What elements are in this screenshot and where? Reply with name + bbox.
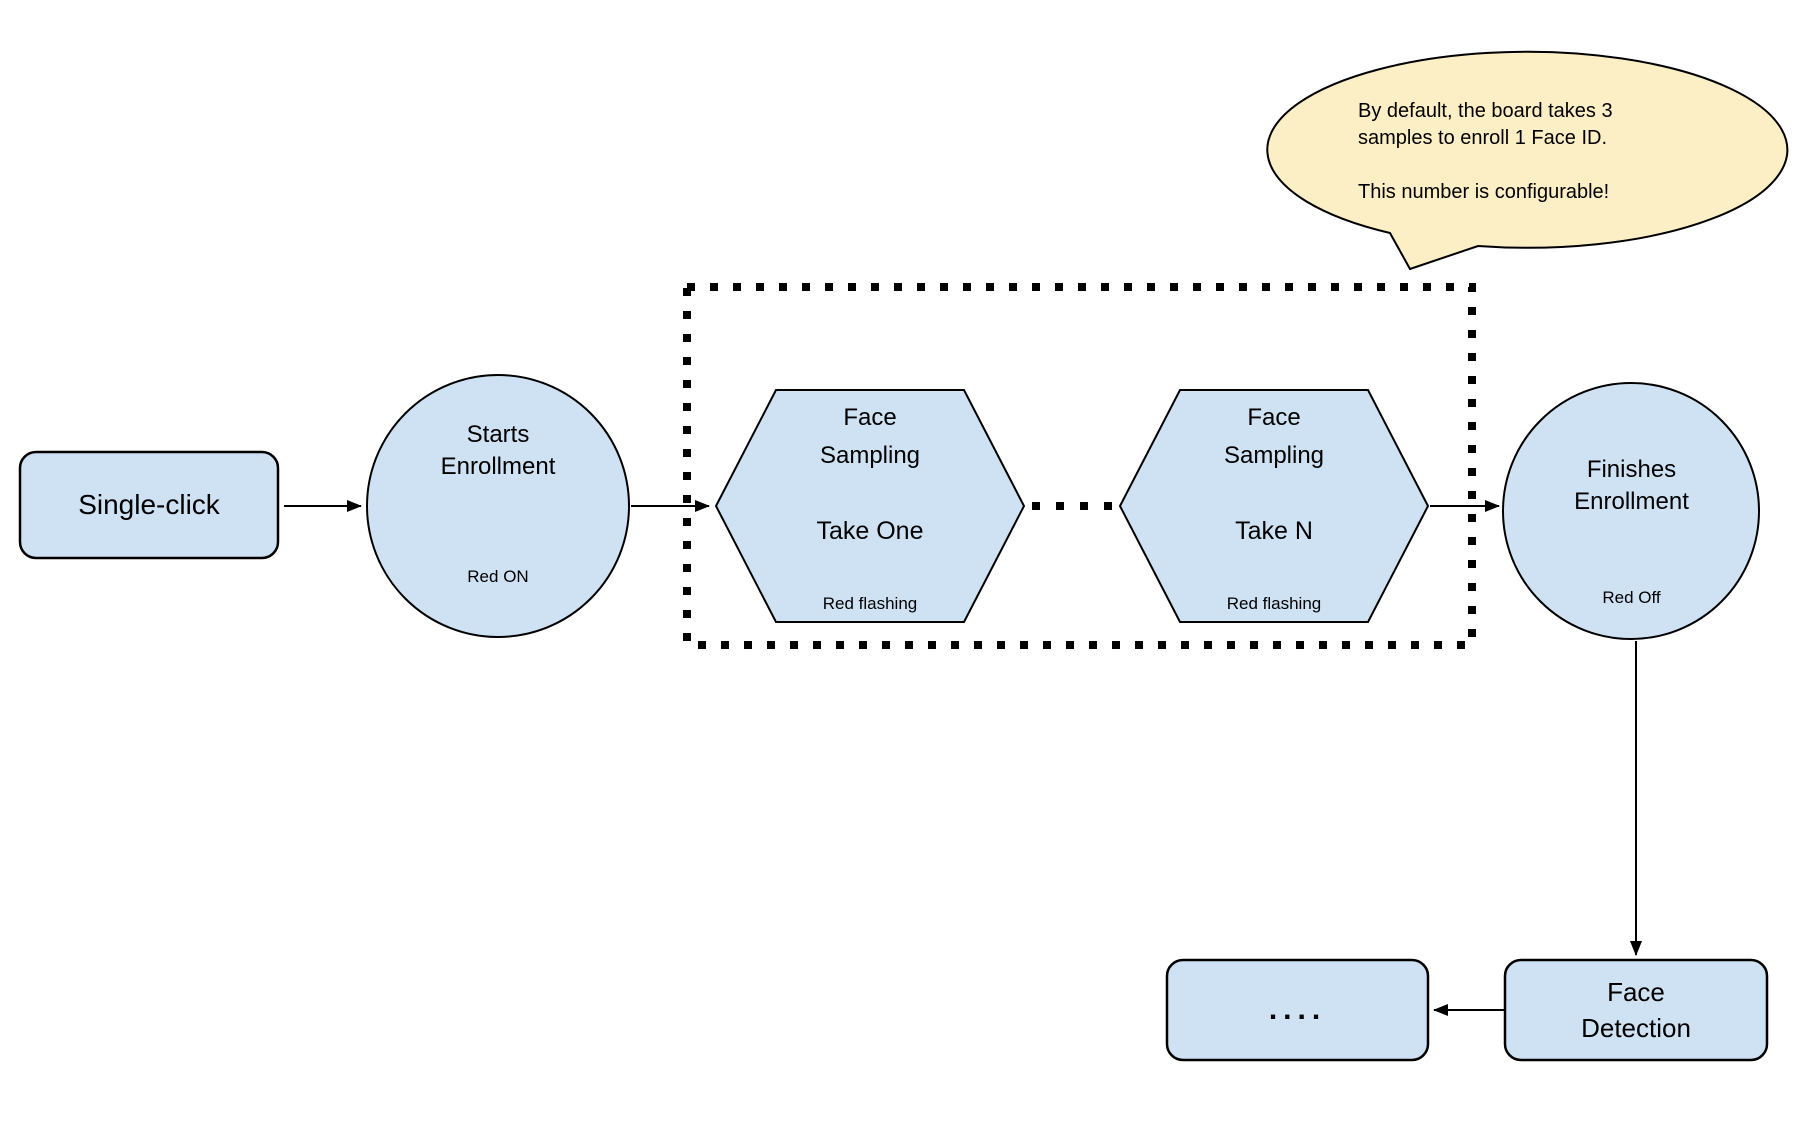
face-sampling-n-step: Take N [1235,517,1313,545]
face-sampling-one-node-shape [714,389,1026,623]
starts-enrollment-node-shape [366,374,630,638]
continuation-label: .... [1268,993,1327,1026]
sampling-group-dotted-box [683,283,1476,649]
face-detection-label: Face Detection [1581,977,1691,1043]
face-sampling-one-title: Face Sampling [819,404,921,469]
continuation-node-shape [1165,958,1430,1062]
face-sampling-n-title: Face Sampling [1223,404,1325,469]
starts-enrollment-led-status: Red ON [467,567,529,586]
finishes-enrollment-led-status: Red Off [1602,588,1661,607]
callout-bubble [1266,50,1789,271]
face-sampling-n-node-shape [1118,389,1430,623]
single-click-label: Single-click [78,489,220,520]
face-sampling-n-led-status: Red flashing [1226,594,1322,613]
finishes-enrollment-title: Finishes Enrollment [1574,456,1689,515]
callout-text: By default, the board takes 3 samples to… [1358,100,1613,203]
face-sampling-one-step: Take One [816,517,924,545]
finishes-enrollment-node-shape [1502,382,1760,640]
face-sampling-one-led-status: Red flashing [822,594,918,613]
single-click-node-shape [18,450,280,560]
starts-enrollment-title: Starts Enrollment [440,421,556,480]
